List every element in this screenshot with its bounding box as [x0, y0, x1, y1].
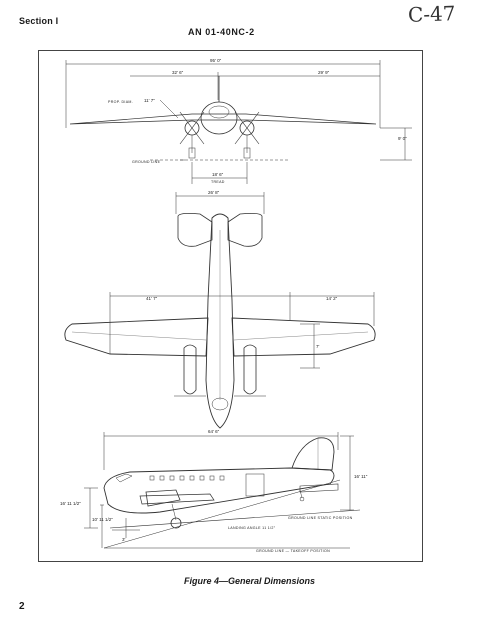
prop-diam-value: 11' 7"	[144, 98, 155, 103]
figure-caption: Figure 4—General Dimensions	[183, 576, 316, 586]
half-span-right-dimension: 29' 9"	[318, 70, 330, 75]
tread-label: TREAD	[211, 180, 225, 184]
gear-dimension: 3'	[122, 537, 126, 542]
wing-dim-left: 41' 7"	[146, 296, 158, 301]
prop-diam-label: PROP. DIAM.	[108, 100, 133, 104]
tail-span-dimension: 26' 8"	[208, 190, 220, 195]
front-height-dimension: 9' 0"	[398, 136, 407, 141]
top-view	[64, 192, 376, 429]
small-height-dimension: 10' 11 1/2"	[92, 517, 113, 522]
page-number: 2	[19, 601, 25, 612]
half-span-left-dimension: 32' 6"	[172, 70, 184, 75]
front-view	[65, 60, 412, 184]
ground-takeoff-label: GROUND LINE — TAKEOFF POSITION	[256, 549, 330, 553]
figure-frame	[38, 50, 423, 562]
tread-value: 18' 6"	[212, 172, 224, 177]
chord-dimension: 7'	[316, 344, 320, 349]
ground-line-label: GROUND LINE	[132, 160, 161, 164]
tail-height-dimension: 16' 11"	[354, 474, 368, 479]
wing-dim-right: 14' 2"	[326, 296, 338, 301]
span-dimension: 95' 0"	[210, 58, 222, 63]
landing-angle-label: LANDING ANGLE 11 1/2°	[228, 526, 276, 530]
length-dimension: 64' 6"	[208, 429, 220, 434]
document-id: AN 01-40NC-2	[188, 27, 255, 37]
ground-static-label: GROUND LINE STATIC POSITION	[288, 516, 353, 520]
section-label: Section I	[19, 16, 59, 26]
left-height-dimension: 16' 11 1/2"	[60, 501, 81, 506]
side-view	[84, 432, 361, 549]
